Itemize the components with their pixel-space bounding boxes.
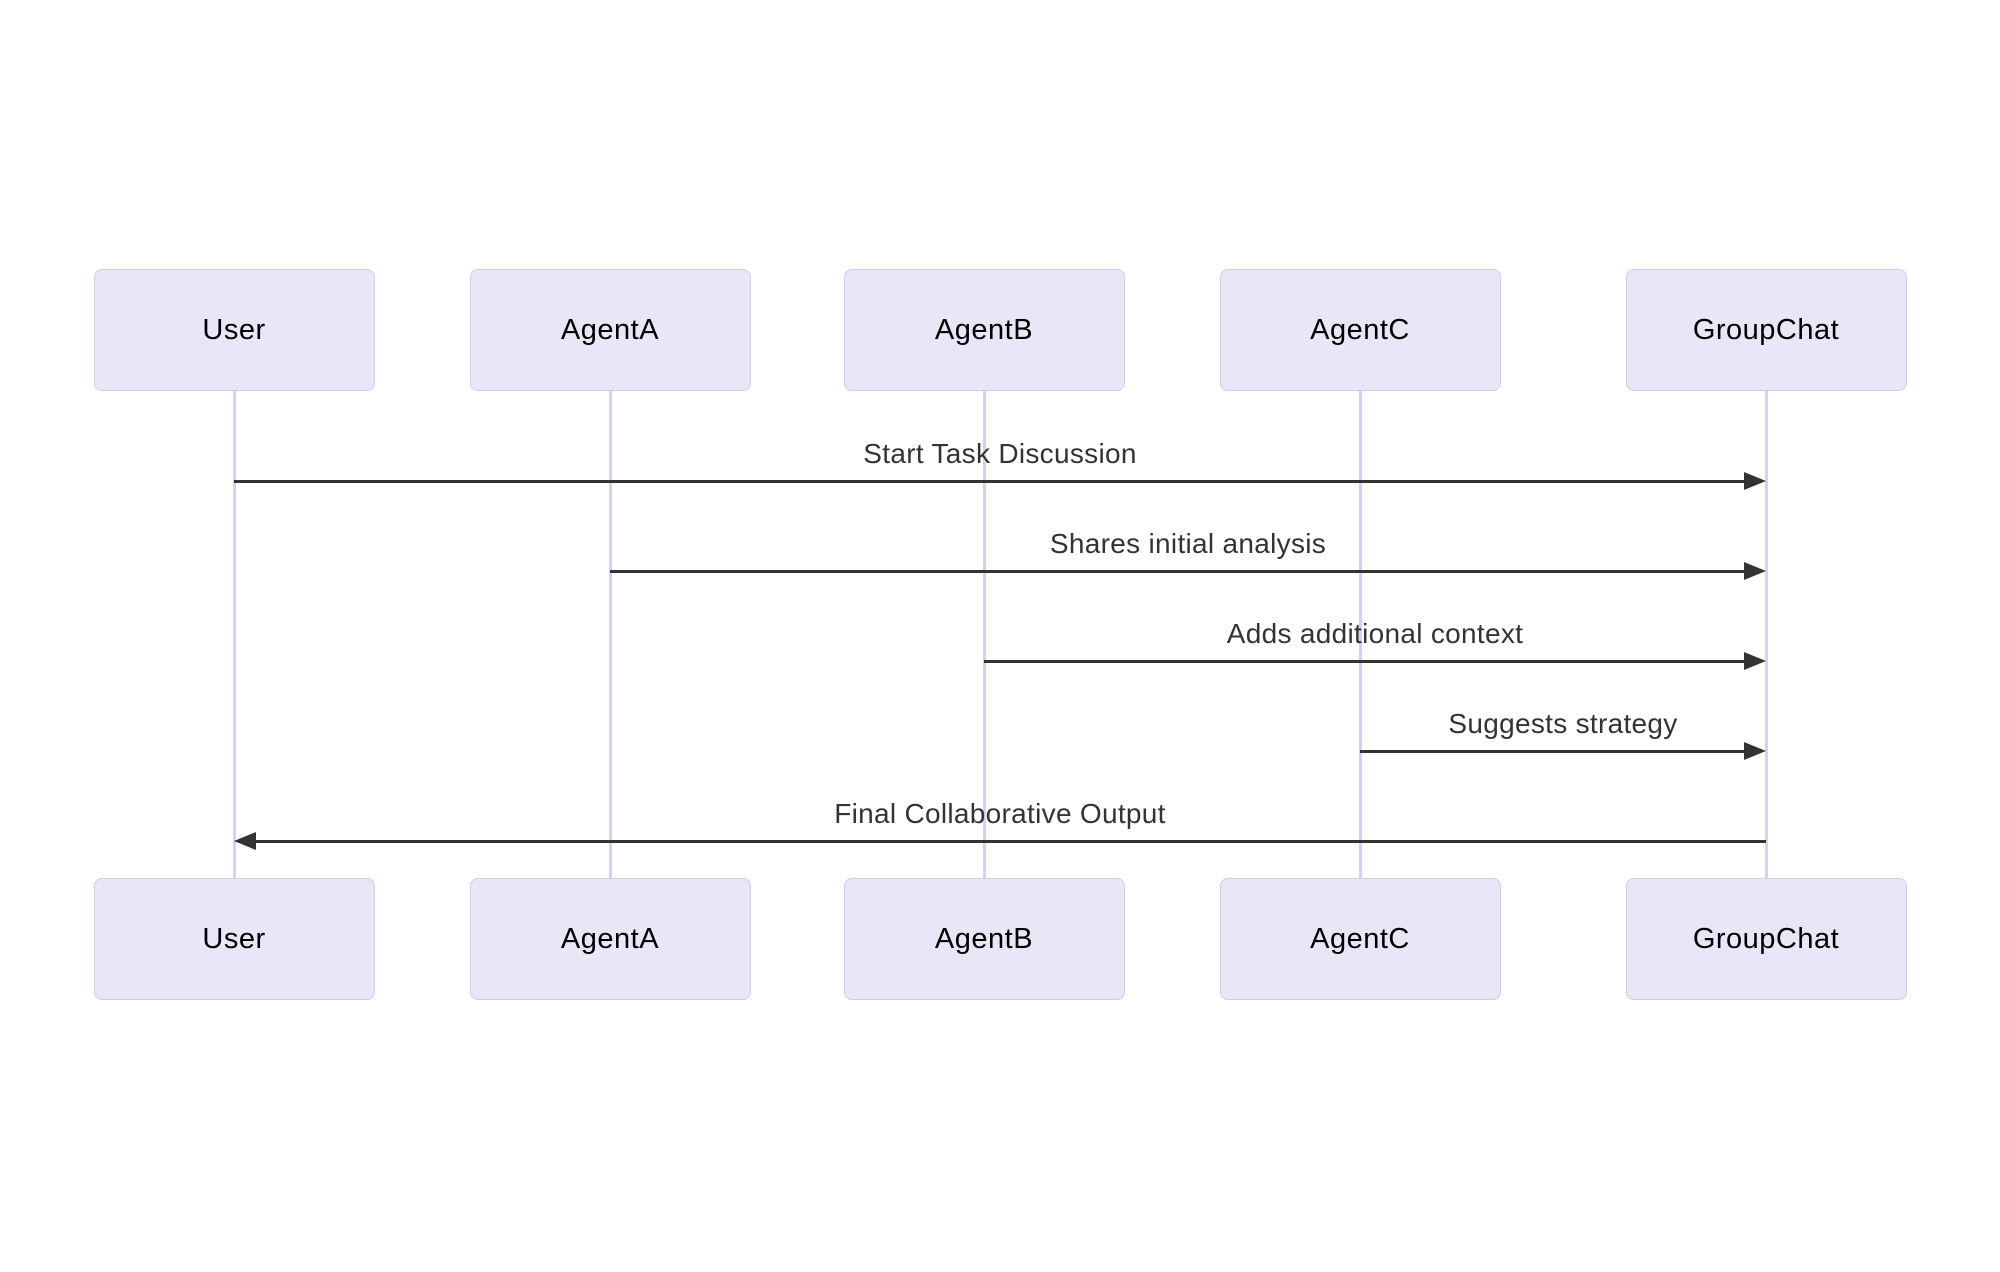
- actor-agent-a-bottom-box: AgentA: [469, 878, 751, 1000]
- message-5-arrowhead-icon: [234, 832, 256, 850]
- actor-group-chat-top-box: GroupChat: [1625, 269, 1907, 391]
- actor-group-chat-label: GroupChat: [1692, 922, 1840, 955]
- actor-agent-c-label: AgentC: [1310, 922, 1410, 955]
- message-1-label: Start Task Discussion: [863, 438, 1137, 469]
- message-2-arrowhead-icon: [1744, 562, 1766, 580]
- actor-agent-b-bottom-box: AgentB: [843, 878, 1125, 1000]
- lifeline-agent-b: [982, 390, 986, 879]
- lifeline-agent-c: [1358, 390, 1362, 879]
- message-2-line: [610, 570, 1748, 573]
- lifeline-group-chat: [1764, 390, 1768, 879]
- actor-agent-b-label: AgentB: [934, 313, 1034, 346]
- actor-agent-b-label: AgentB: [934, 922, 1034, 955]
- actor-user-top-box: User: [93, 269, 375, 391]
- message-3-line: [984, 660, 1748, 663]
- message-1-line: [234, 480, 1748, 483]
- actor-agent-a-label: AgentA: [560, 922, 660, 955]
- message-4-label: Suggests strategy: [1448, 708, 1678, 739]
- message-5-label: Final Collaborative Output: [834, 798, 1166, 829]
- message-5-line: [252, 840, 1766, 843]
- actor-user-bottom-box: User: [93, 878, 375, 1000]
- lifeline-agent-a: [608, 390, 612, 879]
- message-2-label: Shares initial analysis: [1049, 528, 1327, 559]
- actor-agent-a-top-box: AgentA: [469, 269, 751, 391]
- actor-agent-c-label: AgentC: [1310, 313, 1410, 346]
- message-3-arrowhead-icon: [1744, 652, 1766, 670]
- actor-agent-c-top-box: AgentC: [1219, 269, 1501, 391]
- message-4-line: [1360, 750, 1748, 753]
- message-1-arrowhead-icon: [1744, 472, 1766, 490]
- actor-agent-c-bottom-box: AgentC: [1219, 878, 1501, 1000]
- actor-user-label: User: [202, 922, 266, 955]
- actor-user-label: User: [202, 313, 266, 346]
- actor-agent-a-label: AgentA: [560, 313, 660, 346]
- actor-agent-b-top-box: AgentB: [843, 269, 1125, 391]
- actor-group-chat-bottom-box: GroupChat: [1625, 878, 1907, 1000]
- lifeline-user: [232, 390, 236, 879]
- message-4-arrowhead-icon: [1744, 742, 1766, 760]
- actor-group-chat-label: GroupChat: [1692, 313, 1840, 346]
- message-3-label: Adds additional context: [1226, 618, 1524, 649]
